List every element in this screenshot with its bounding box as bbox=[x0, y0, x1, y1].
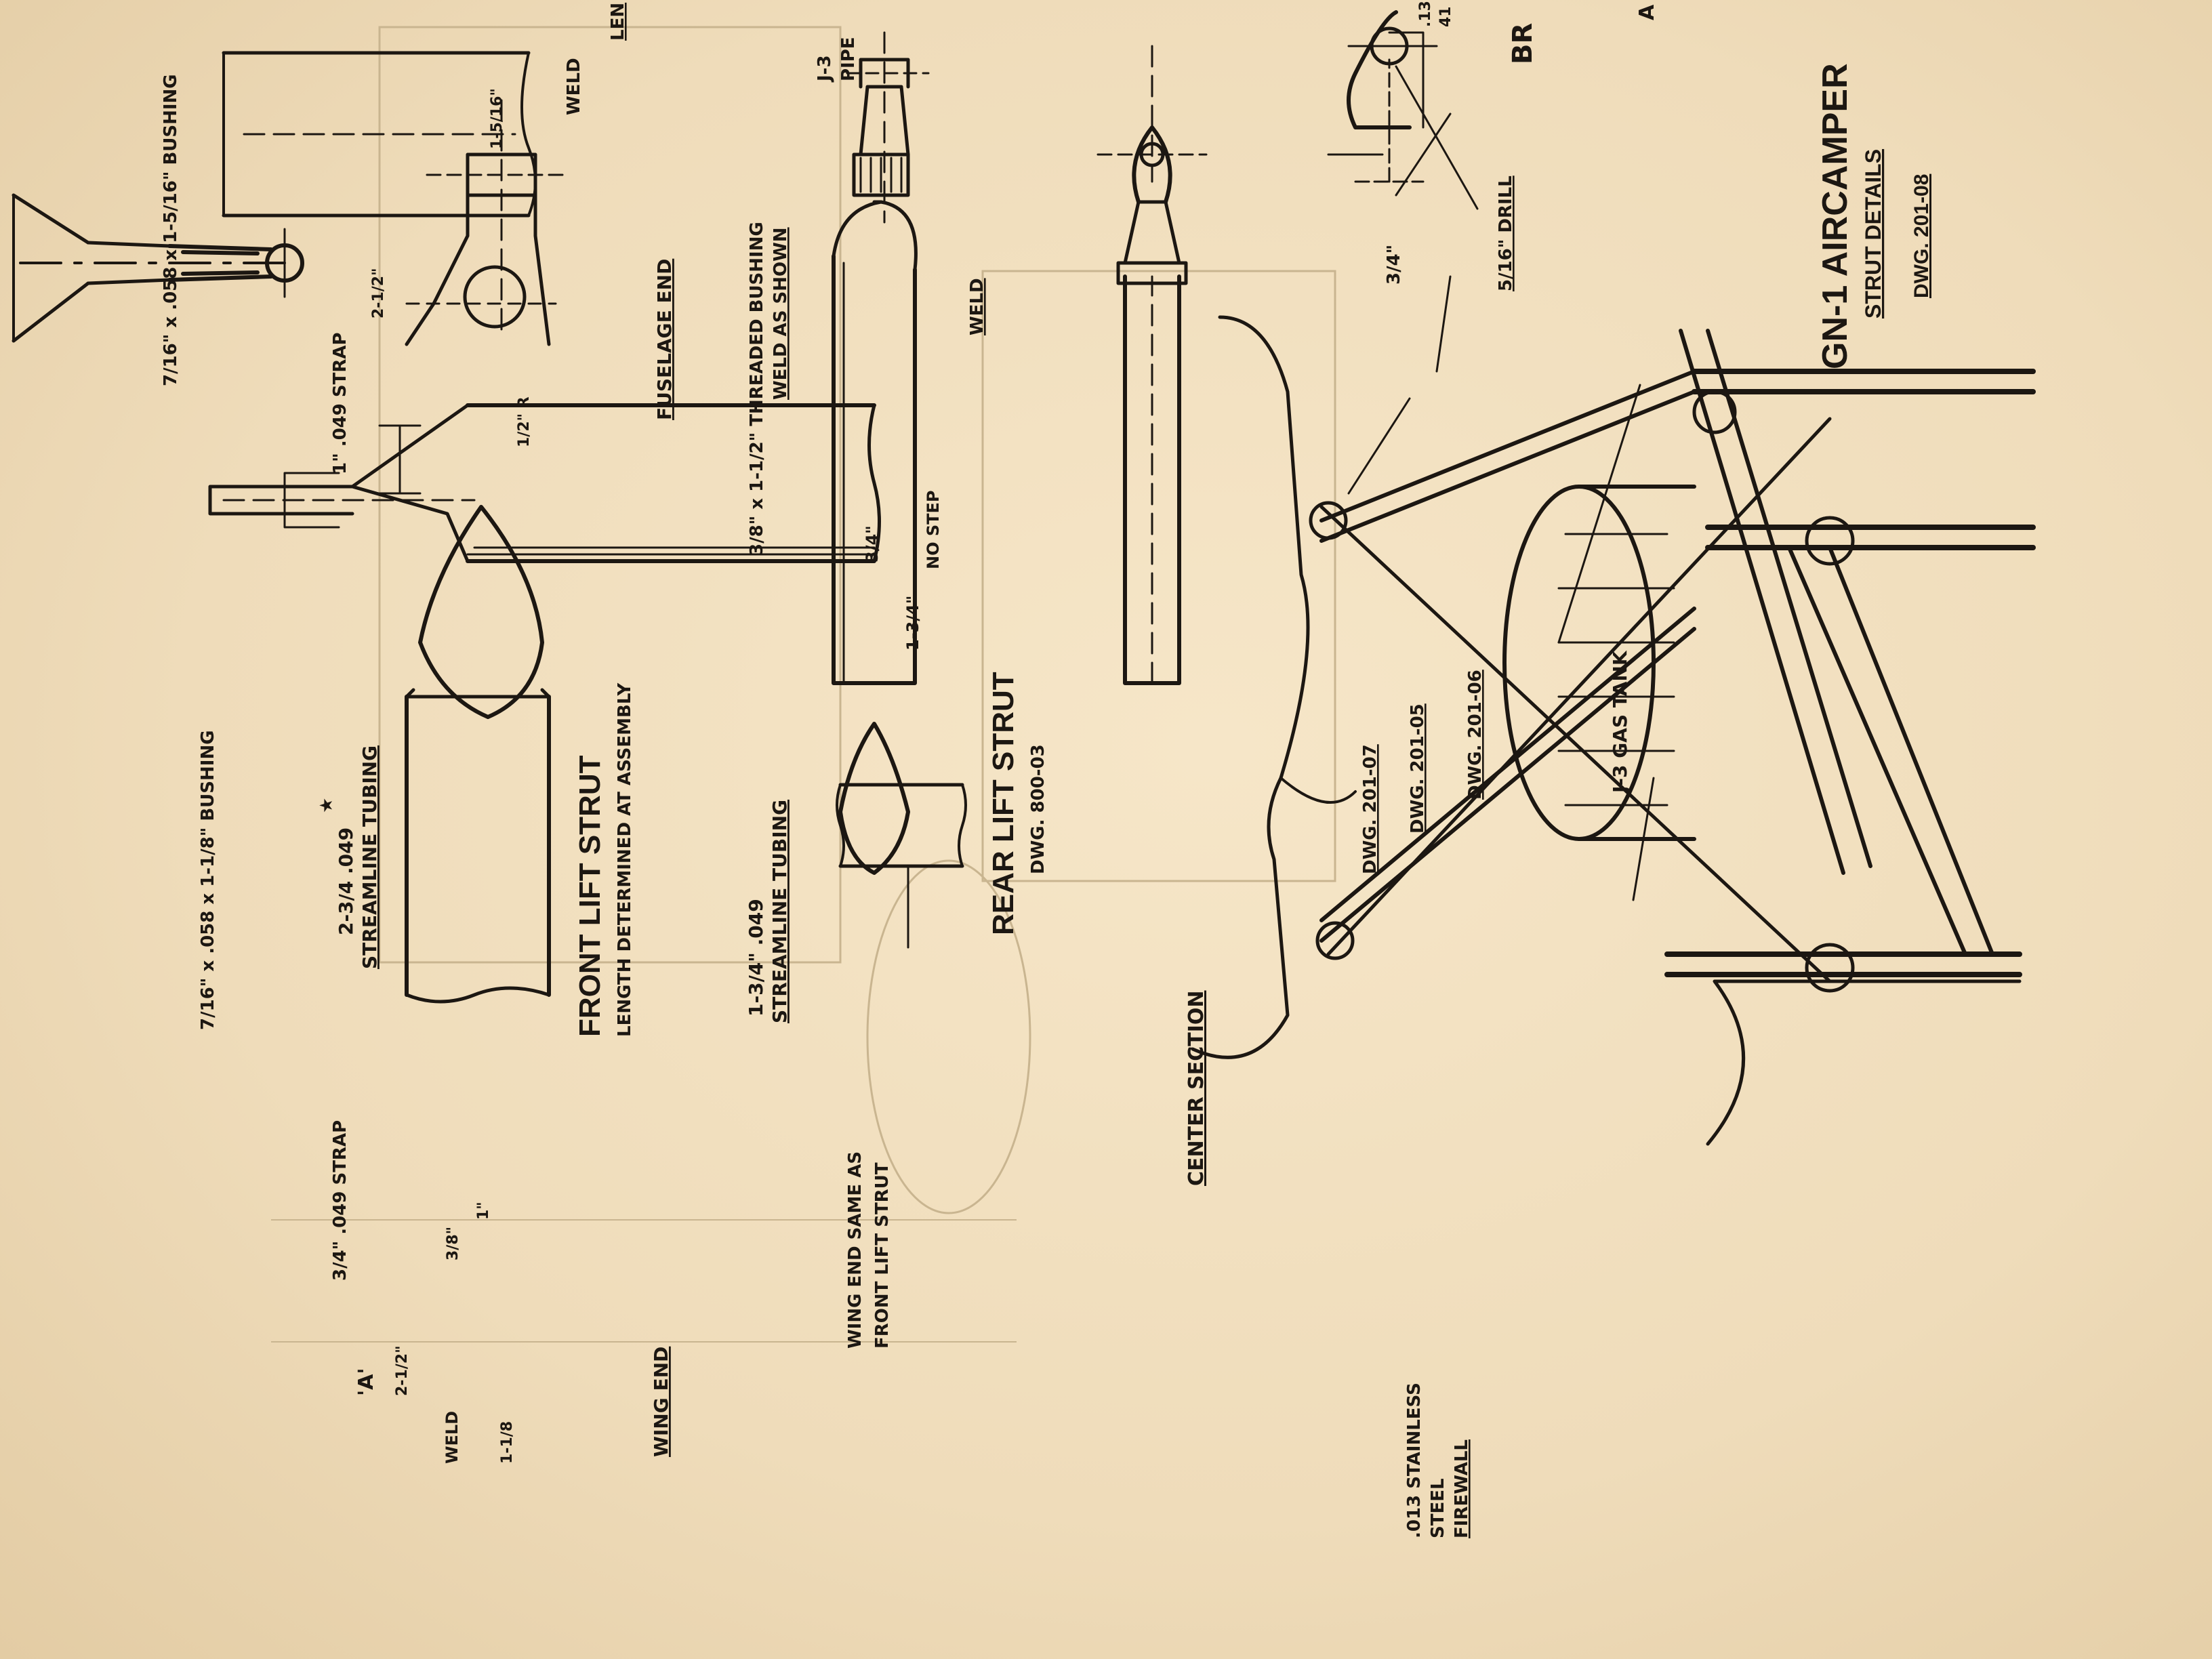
front-strut-length-note: LENGTH DETERMINED AT ASSEMBLY bbox=[615, 682, 635, 1037]
dim-2-1-2-fus: 2-1/2" bbox=[370, 268, 387, 319]
gas-tank-label: J-3 GAS TANK bbox=[1609, 650, 1631, 794]
bleed-through-ghost bbox=[271, 26, 1336, 1343]
firewall-label-2: STEEL bbox=[1428, 1478, 1448, 1538]
bracket-dim-3-4: 3/4" bbox=[1384, 245, 1404, 285]
dwg-201-05-label: DWG. 201-05 bbox=[1408, 703, 1428, 834]
title-block-subtitle: STRUT DETAILS bbox=[1861, 149, 1885, 319]
front-strut-wing-end bbox=[12, 193, 304, 343]
dim-2-1-2-wing: 2-1/2" bbox=[394, 1345, 411, 1396]
drill-label: 5/16" DRILL bbox=[1496, 176, 1516, 291]
rear-strut-fuselage-end bbox=[832, 31, 930, 685]
radius-label: 1/2" R bbox=[516, 396, 533, 447]
rear-strut-rod-end-detail bbox=[1097, 45, 1208, 685]
rear-tubing-type: STREAMLINE TUBING bbox=[769, 800, 791, 1023]
pipe-label-1: J-3 bbox=[815, 55, 835, 83]
threaded-bushing-label: 3/8" x 1-1/2" THREADED BUSHING bbox=[747, 222, 767, 556]
rear-streamline-section bbox=[838, 722, 910, 875]
front-strut-name: FRONT LIFT STRUT bbox=[573, 755, 607, 1037]
front-strut-tube-fuselage-section bbox=[405, 688, 551, 1004]
front-streamline-section bbox=[418, 505, 544, 719]
detail-a-label: 'A' bbox=[354, 1368, 378, 1396]
cut-top-label: .13 bbox=[1417, 1, 1434, 27]
firewall-label-3: FIREWALL bbox=[1452, 1439, 1472, 1538]
pipe-label-2: PIPE bbox=[838, 37, 859, 81]
dim-3-8: 3/8" bbox=[445, 1227, 462, 1261]
rear-wing-end-note-1: WING END SAME AS bbox=[845, 1151, 865, 1349]
weld-as-shown-label: WELD AS SHOWN bbox=[771, 227, 791, 400]
fuselage-weld-label: WELD bbox=[564, 58, 584, 115]
cut-len-label: LEN bbox=[608, 3, 628, 41]
dim-1-1-8: 1-1/8 bbox=[499, 1421, 516, 1464]
wing-weld-label: WELD bbox=[443, 1411, 462, 1464]
rear-strut-dwg: DWG. 800-03 bbox=[1028, 744, 1048, 874]
bracket-label-cut: BR bbox=[1507, 23, 1538, 64]
rear-dim-3-4: 3/4" bbox=[863, 525, 882, 562]
dwg-201-07-label: DWG. 201-07 bbox=[1360, 744, 1380, 874]
rear-strut-name: REAR LIFT STRUT bbox=[987, 672, 1020, 935]
rear-weld-label: WELD bbox=[967, 278, 987, 335]
wing-bushing-label: 7/16" x .058 x 1-1/8" BUSHING bbox=[198, 730, 218, 1030]
bracket-detail bbox=[1327, 10, 1479, 210]
dwg-201-06-label: DWG. 201-06 bbox=[1465, 670, 1486, 800]
front-strut-dimension-lines bbox=[378, 424, 422, 495]
title-block-dwg: DWG. 201-08 bbox=[1910, 174, 1933, 298]
center-section-label: CENTER SECTION bbox=[1185, 991, 1208, 1186]
wing-end-tube-stub bbox=[222, 51, 537, 218]
rear-dim-1-3-4: 1-3/4" bbox=[903, 596, 922, 651]
firewall-label-1: .013 STAINLESS bbox=[1404, 1382, 1425, 1538]
fuselage-end-label: FUSELAGE END bbox=[653, 259, 676, 420]
rear-wing-end-note-2: FRONT LIFT STRUT bbox=[872, 1162, 893, 1349]
rear-strut-wing-end-stub bbox=[836, 783, 967, 949]
dim-1: 1" bbox=[475, 1202, 492, 1220]
front-tubing-size: 2-3/4 .049 bbox=[335, 827, 357, 935]
front-strut-tube-wing-section bbox=[208, 403, 881, 563]
title-block-title: GN-1 AIRCAMPER bbox=[1816, 63, 1855, 369]
wing-strap-label: 3/4" .049 STRAP bbox=[330, 1120, 350, 1281]
cut-top2-label: 41 bbox=[1437, 6, 1454, 27]
wing-end-label: WING END bbox=[650, 1347, 672, 1457]
front-strut-fuselage-fitting bbox=[405, 99, 571, 346]
dim-1-5-16: 1-5/16" bbox=[489, 88, 506, 149]
fuselage-strap-label: 1" .049 STRAP bbox=[330, 332, 350, 474]
bracket-a-cut: A bbox=[1635, 4, 1659, 20]
rear-tubing-size: 1-3/4" .049 bbox=[745, 899, 767, 1017]
strut-assembly-view bbox=[1191, 112, 2036, 1146]
no-step-label: NO STEP bbox=[924, 491, 943, 569]
front-tubing-star: ★ bbox=[316, 798, 337, 813]
front-tubing-type: STREAMLINE TUBING bbox=[359, 745, 381, 969]
fuselage-bushing-label: 7/16" x .058 x 1-5/16" BUSHING bbox=[161, 74, 181, 386]
